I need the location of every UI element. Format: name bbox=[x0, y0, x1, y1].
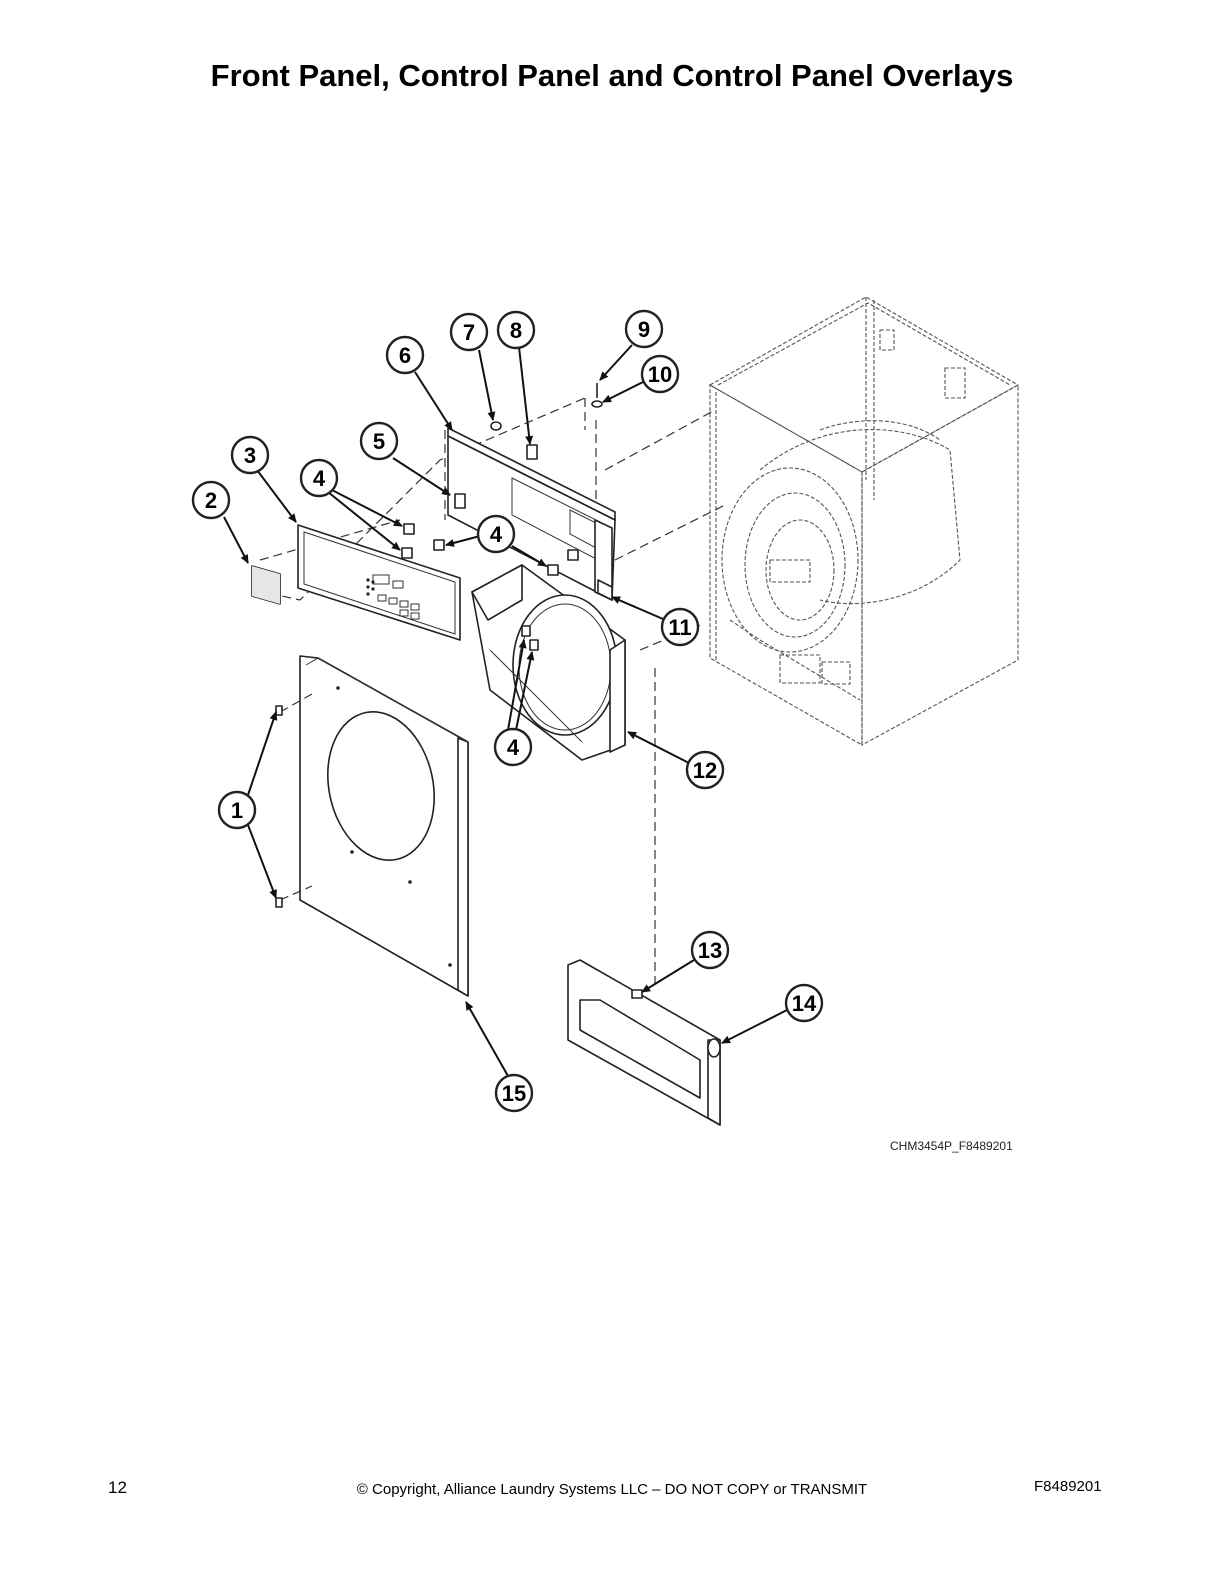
callout-9: 9 bbox=[624, 309, 664, 349]
part-14-toe-panel bbox=[567, 959, 721, 1126]
fasteners bbox=[401, 383, 603, 576]
svg-text:4: 4 bbox=[490, 522, 503, 547]
svg-text:8: 8 bbox=[510, 318, 522, 343]
part-2-overlay-label bbox=[251, 565, 281, 605]
svg-text:11: 11 bbox=[668, 615, 691, 640]
svg-text:10: 10 bbox=[648, 362, 672, 387]
callout-6: 6 bbox=[385, 335, 425, 375]
callout-2: 2 bbox=[191, 480, 231, 520]
callout-8: 8 bbox=[496, 310, 536, 350]
svg-text:3: 3 bbox=[244, 443, 256, 468]
callout-7: 7 bbox=[449, 312, 489, 352]
svg-text:14: 14 bbox=[792, 991, 817, 1016]
page-number: 12 bbox=[108, 1478, 127, 1497]
callout-4b: 4 bbox=[476, 514, 516, 554]
callout-11: 11 bbox=[660, 607, 700, 647]
svg-text:15: 15 bbox=[502, 1081, 526, 1106]
callout-12: 12 bbox=[685, 750, 725, 790]
svg-text:5: 5 bbox=[373, 429, 385, 454]
svg-text:12: 12 bbox=[693, 758, 717, 783]
svg-text:7: 7 bbox=[463, 320, 475, 345]
svg-text:4: 4 bbox=[313, 466, 326, 491]
dryer-cabinet bbox=[708, 296, 1020, 746]
part-15-front-panel bbox=[275, 655, 469, 997]
callout-10: 10 bbox=[640, 354, 680, 394]
svg-text:9: 9 bbox=[638, 317, 650, 342]
svg-text:1: 1 bbox=[231, 798, 243, 823]
svg-text:4: 4 bbox=[507, 735, 520, 760]
callout-15: 15 bbox=[494, 1073, 534, 1113]
svg-text:13: 13 bbox=[698, 938, 722, 963]
copyright-notice: © Copyright, Alliance Laundry Systems LL… bbox=[356, 1481, 868, 1498]
page-title: Front Panel, Control Panel and Control P… bbox=[210, 58, 1014, 93]
leader-lines bbox=[223, 344, 788, 1077]
callout-5: 5 bbox=[359, 421, 399, 461]
callout-4a: 4 bbox=[299, 458, 339, 498]
drawing-code: CHM3454P_F8489201 bbox=[890, 1139, 1013, 1153]
callout-13: 13 bbox=[690, 930, 730, 970]
document-number: F8489201 bbox=[1034, 1478, 1102, 1495]
callout-14: 14 bbox=[784, 983, 824, 1023]
callout-1: 1 bbox=[217, 790, 257, 830]
svg-text:2: 2 bbox=[205, 488, 217, 513]
callout-3: 3 bbox=[230, 435, 270, 475]
svg-text:6: 6 bbox=[399, 343, 411, 368]
callout-4c: 4 bbox=[493, 727, 533, 767]
part-3-control-panel-overlay bbox=[297, 524, 461, 641]
